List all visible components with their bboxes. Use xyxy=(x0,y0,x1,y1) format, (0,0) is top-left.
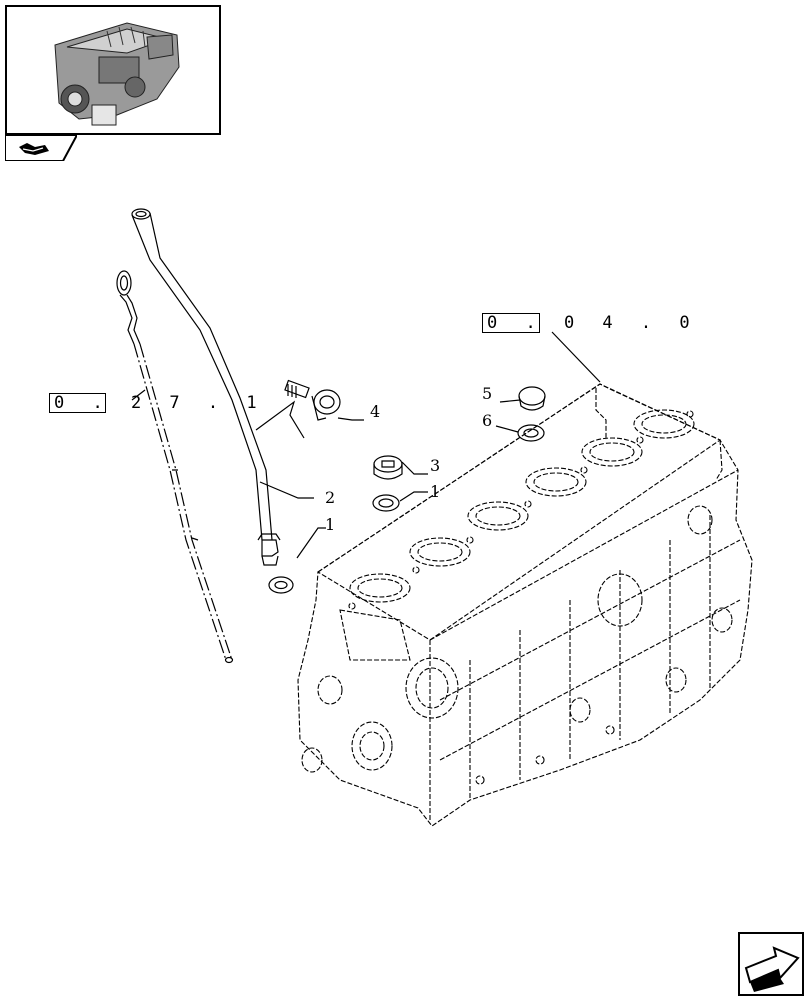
dipstick-tube xyxy=(131,208,281,566)
leader-3 xyxy=(401,461,428,475)
section-tab[interactable] xyxy=(4,134,79,162)
callout-1-left: 1 xyxy=(325,515,336,534)
engine-thumbnail-icon xyxy=(54,22,180,126)
washer-6 xyxy=(517,424,545,442)
callout-4: 4 xyxy=(370,402,381,421)
next-page-button[interactable] xyxy=(738,932,804,996)
ref-box-b xyxy=(482,313,540,333)
washer-right xyxy=(372,494,400,512)
callout-6: 6 xyxy=(482,411,493,430)
leader-ref-a xyxy=(131,389,146,401)
leader-6 xyxy=(495,425,519,433)
next-page-arrow-icon xyxy=(744,946,800,992)
dipstick xyxy=(116,270,234,664)
ref-box-a xyxy=(49,393,106,413)
ref-label-a[interactable]: 0 . 2 7 . 1 xyxy=(54,393,266,413)
callout-5: 5 xyxy=(482,384,493,403)
leader-1-right xyxy=(399,491,428,502)
clamp xyxy=(255,379,341,439)
callout-3: 3 xyxy=(430,456,441,475)
washer-left xyxy=(268,576,294,594)
engine-block xyxy=(297,383,753,827)
engine-thumbnail xyxy=(5,5,221,135)
book-tab-icon xyxy=(4,134,79,162)
callout-2: 2 xyxy=(325,488,336,507)
plug-5 xyxy=(518,386,546,411)
leader-5 xyxy=(499,399,521,403)
leader-2 xyxy=(259,481,314,499)
callout-1-right: 1 xyxy=(430,482,441,501)
leader-ref-b xyxy=(551,331,601,383)
ref-label-b[interactable]: 0 . 0 4 . 0 xyxy=(487,313,699,333)
plug-3 xyxy=(373,455,403,480)
leader-1-left xyxy=(296,527,326,559)
leader-4 xyxy=(337,417,364,421)
